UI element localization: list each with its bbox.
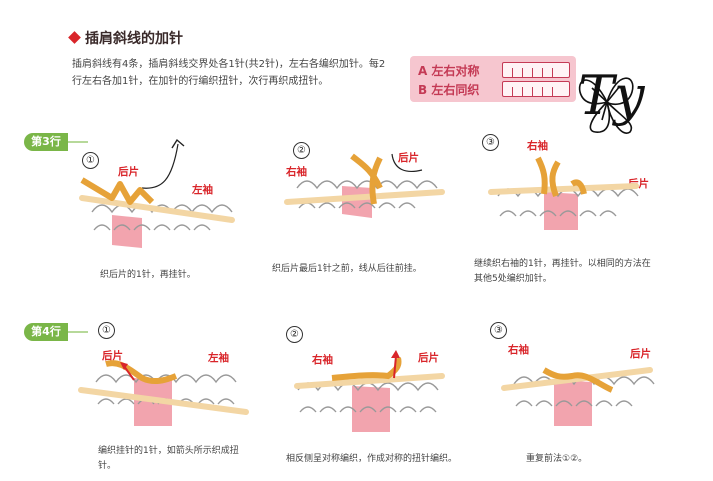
diamond-bullet-icon — [68, 31, 81, 44]
step-number: ① — [82, 152, 99, 169]
knitting-diagram — [294, 350, 445, 432]
row-4-rule — [68, 331, 88, 333]
step-caption: 重复前法①②。 — [526, 454, 588, 464]
legend-box: A 左右对称 B 左右同织 — [410, 56, 576, 102]
row-3-rule — [68, 141, 88, 143]
signature-mark: Ty — [578, 64, 645, 127]
step-label-left: 右袖 — [508, 344, 529, 356]
step-number: ③ — [482, 134, 499, 151]
step-caption: 织后片最后1针之前，线从后往前挂。 — [272, 264, 422, 274]
step-label-right: 后片 — [398, 152, 419, 164]
step-caption: 相反侧呈对称编织，作成对称的扭针编织。 — [286, 454, 458, 464]
row-3-badge: 第3行 — [24, 133, 68, 151]
legend-a-label: A 左右对称 — [418, 64, 480, 78]
step-label-right: 后片 — [630, 348, 651, 360]
step-label-left: 后片 — [102, 350, 123, 362]
heading-text: 插肩斜线的加针 — [85, 31, 183, 47]
knitting-diagram — [501, 367, 655, 426]
step-label-left: 右袖 — [286, 166, 307, 178]
step-caption: 继续织右袖的1针，再挂针。以相同的方法在其他5处编织加针。 — [474, 259, 651, 284]
step-number: ① — [98, 322, 115, 339]
step-label-left: 右袖 — [312, 354, 333, 366]
step-number: ② — [286, 326, 303, 343]
step-caption: 编织挂针的1针，如箭头所示织成扭针。 — [98, 446, 239, 471]
step-label-right: 左袖 — [192, 184, 213, 196]
intro-paragraph: 插肩斜线有4条，插肩斜线交界处各1针(共2针)，左右各编织加针。每2行左右各加1… — [72, 59, 386, 87]
knitting-diagram — [284, 153, 445, 218]
step-number: ② — [293, 142, 310, 159]
knitting-diagram — [79, 138, 235, 248]
legend-b-label: B 左右同织 — [418, 83, 480, 97]
lily-flower-icon — [578, 77, 634, 134]
step-label-left: 右袖 — [527, 140, 548, 152]
step-caption: 织后片的1针，再挂针。 — [100, 270, 196, 280]
step-label-right: 左袖 — [208, 352, 229, 364]
knitting-diagram — [488, 156, 639, 230]
knitting-diagram — [78, 360, 249, 426]
section-heading: 插肩斜线的加针 — [68, 28, 183, 48]
step-label-left: 后片 — [118, 166, 139, 178]
symmetric-stitch-symbol-icon — [502, 62, 570, 78]
signature-text: Ty — [578, 64, 645, 127]
step-number: ③ — [490, 322, 507, 339]
same-direction-stitch-symbol-icon — [502, 81, 570, 97]
row-4-badge: 第4行 — [24, 323, 68, 341]
step-label-right: 后片 — [418, 352, 439, 364]
